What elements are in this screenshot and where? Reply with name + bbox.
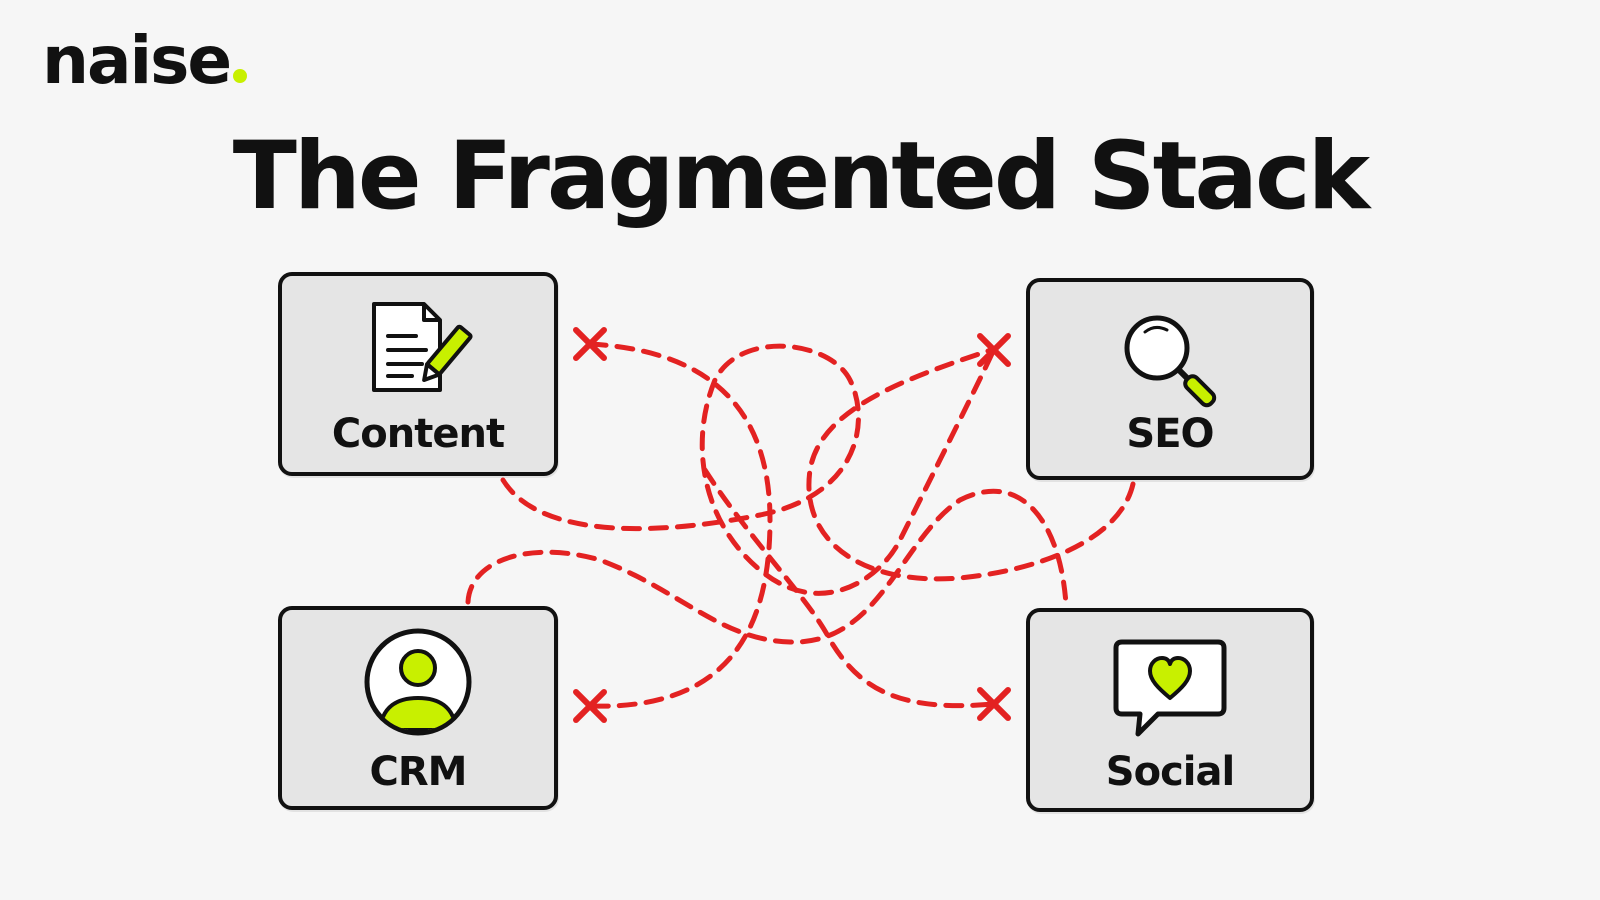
brand-name: naise: [42, 22, 232, 99]
connection-line: [587, 341, 773, 709]
tool-card-seo: SEO: [1026, 278, 1314, 480]
tool-label-content: Content: [331, 411, 505, 457]
brand-logo-dot: [233, 69, 248, 83]
tool-label-social: Social: [1105, 749, 1235, 795]
chat-heart-icon: [1113, 639, 1227, 737]
tool-label-crm: CRM: [369, 749, 468, 795]
connection-line: [702, 467, 997, 709]
connection-line: [500, 343, 997, 596]
tool-label-seo: SEO: [1126, 411, 1214, 457]
magnifier-icon: [1124, 315, 1217, 408]
tool-card-content: Content: [278, 272, 558, 476]
slide-title: The Fragmented Stack: [232, 122, 1370, 231]
user-avatar-icon: [364, 628, 472, 736]
x-mark-icon: [573, 327, 607, 361]
x-mark-icon: [573, 689, 607, 723]
document-pencil-icon: [372, 302, 473, 392]
tool-card-crm: CRM: [278, 606, 558, 810]
tool-card-social: Social: [1026, 608, 1314, 812]
x-mark-icon: [977, 333, 1011, 367]
brand-logo: naise: [42, 28, 248, 94]
x-mark-icon: [977, 687, 1011, 721]
